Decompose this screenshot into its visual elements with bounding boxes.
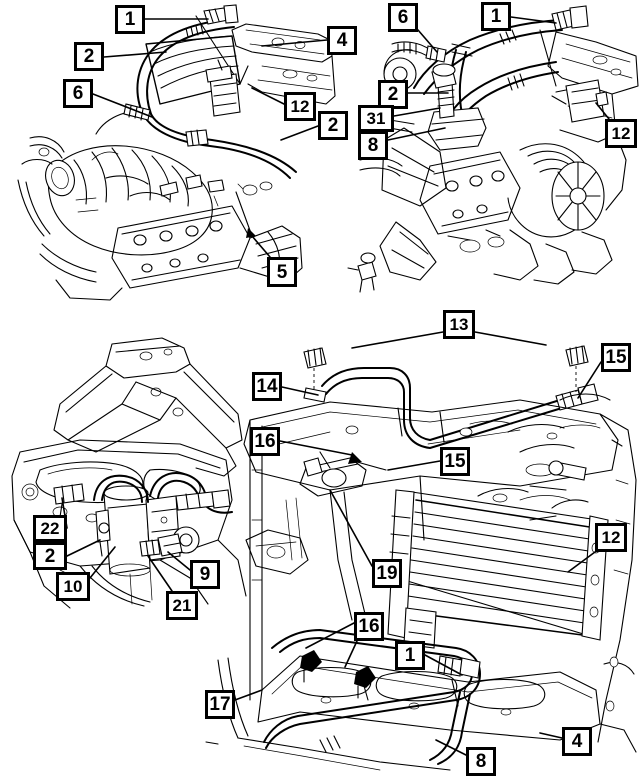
callout-leader-31 — [393, 107, 441, 117]
callout-17[interactable]: 17 — [205, 690, 235, 719]
callout-leader-2 — [66, 539, 101, 557]
callout-4[interactable]: 4 — [562, 727, 592, 756]
callout-leader-15 — [577, 361, 602, 399]
callout-leader-15 — [387, 460, 441, 471]
callout-16[interactable]: 16 — [354, 612, 384, 641]
callout-leader-lines — [61, 16, 610, 756]
callout-leader-10 — [89, 546, 116, 579]
callout-13[interactable]: 13 — [443, 310, 475, 339]
callout-5[interactable]: 5 — [267, 257, 297, 287]
callout-2[interactable]: 2 — [33, 542, 67, 570]
callout-6[interactable]: 6 — [63, 79, 93, 108]
panel-top-right-artwork — [347, 5, 639, 293]
callout-4[interactable]: 4 — [327, 26, 357, 55]
callout-leader-6 — [417, 29, 438, 53]
callout-2[interactable]: 2 — [318, 111, 348, 140]
callout-21[interactable]: 21 — [166, 591, 198, 620]
callout-8[interactable]: 8 — [466, 747, 496, 776]
callout-6[interactable]: 6 — [388, 3, 418, 32]
callout-2[interactable]: 2 — [74, 42, 104, 71]
callout-19[interactable]: 19 — [372, 559, 402, 588]
callout-leader-13 — [474, 331, 547, 346]
callout-12[interactable]: 12 — [605, 119, 637, 148]
callout-31[interactable]: 31 — [358, 105, 394, 132]
callout-12[interactable]: 12 — [595, 523, 627, 552]
callout-15[interactable]: 15 — [440, 447, 470, 476]
callout-leader-6 — [92, 93, 153, 118]
panel-bottom-right-artwork — [205, 345, 637, 771]
callout-leader-2 — [103, 51, 167, 58]
callout-leader-13 — [351, 331, 444, 349]
callout-leader-21 — [147, 555, 173, 592]
callout-leader-16 — [279, 440, 353, 456]
callout-22[interactable]: 22 — [33, 515, 67, 542]
callout-leader-9 — [167, 551, 191, 571]
callout-leader-16 — [305, 622, 355, 649]
callout-leader-1 — [510, 16, 557, 24]
callout-leader-4 — [539, 732, 563, 739]
callout-leader-12 — [251, 87, 285, 105]
callout-12[interactable]: 12 — [284, 92, 316, 121]
callout-leader-17 — [234, 689, 263, 701]
callout-leader-12 — [595, 102, 610, 120]
callout-15[interactable]: 15 — [601, 343, 631, 372]
callout-8[interactable]: 8 — [358, 131, 388, 160]
callout-leader-8 — [387, 127, 446, 141]
callout-leader-16 — [344, 640, 358, 668]
callout-leader-5 — [251, 235, 271, 258]
panel-top-left-artwork — [17, 4, 336, 301]
panel-bottom-left-artwork — [11, 337, 247, 609]
callout-1[interactable]: 1 — [481, 2, 511, 31]
callout-14[interactable]: 14 — [252, 372, 282, 401]
callout-16[interactable]: 16 — [250, 427, 280, 456]
callout-9[interactable]: 9 — [190, 560, 220, 589]
callout-leader-2 — [280, 125, 319, 141]
callout-leader-14 — [281, 386, 319, 396]
callout-1[interactable]: 1 — [395, 641, 425, 670]
callout-10[interactable]: 10 — [56, 572, 90, 601]
callout-leader-1 — [424, 654, 463, 676]
callout-leader-8 — [435, 739, 467, 756]
callout-leader-19 — [329, 489, 373, 567]
callout-leader-12 — [567, 551, 596, 573]
callout-1[interactable]: 1 — [115, 5, 145, 34]
callout-leader-4 — [261, 39, 328, 47]
